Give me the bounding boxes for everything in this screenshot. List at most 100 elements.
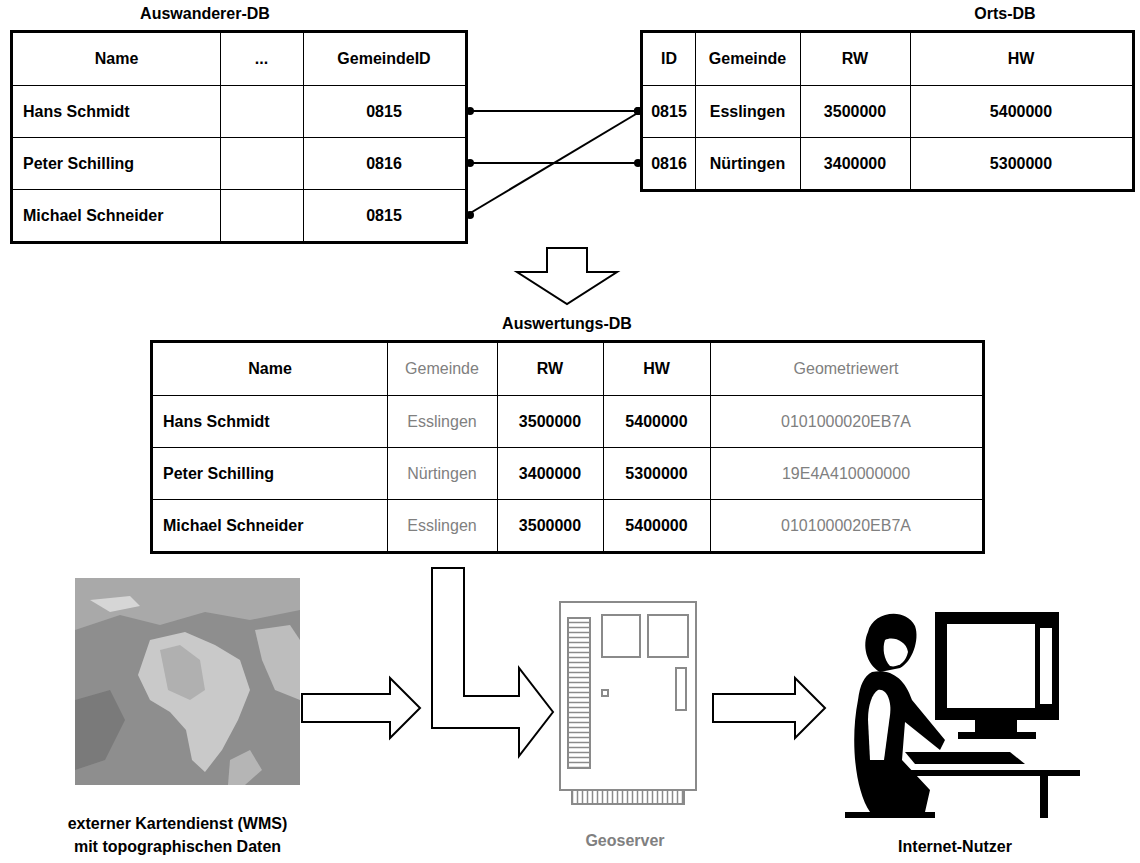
- table-cell: Michael Schneider: [153, 500, 387, 551]
- cell-value: 5300000: [625, 465, 687, 483]
- table-cell: 0816: [643, 138, 695, 189]
- map-picture: [75, 578, 300, 785]
- cell-value: 3500000: [519, 517, 581, 535]
- table-row: Peter Schilling0816: [13, 137, 465, 189]
- table-cell: Gemeinde: [695, 33, 800, 85]
- table-cell: Gemeinde: [387, 343, 497, 395]
- table-cell: 5400000: [603, 396, 710, 447]
- table-row: Hans Schmidt Esslingen 3500000 540000001010…: [153, 395, 982, 447]
- column-header: GemeindeID: [337, 50, 430, 68]
- column-header: Geometriewert: [794, 360, 899, 378]
- connector: [466, 107, 642, 115]
- cell-value: Hans Schmidt: [23, 103, 130, 121]
- table-cell: 0101000020EB7A: [710, 396, 982, 447]
- cell-value: Esslingen: [710, 103, 786, 121]
- table-cell: 5300000: [910, 138, 1132, 189]
- table-box: Orts-DBIDGemeindeRWHW0815Esslingen350000…: [640, 30, 1135, 192]
- connector: [432, 568, 553, 756]
- table-cell: ...: [220, 33, 303, 85]
- figure-node: Geoserver: [535, 590, 715, 852]
- cell-value: 19E4A410000000: [782, 465, 910, 483]
- table-cell: 5300000: [603, 448, 710, 499]
- block-arrow: [432, 568, 553, 756]
- figure-caption: Geoserver: [540, 829, 710, 852]
- cell-value: Michael Schneider: [23, 207, 164, 225]
- table-cell: Esslingen: [695, 86, 800, 137]
- table-cell: ID: [643, 33, 695, 85]
- cell-value: 0815: [366, 103, 402, 121]
- server-board: [560, 602, 696, 804]
- table-cell: 3400000: [497, 448, 603, 499]
- figure-caption: Internet-Nutzer: [815, 835, 1095, 858]
- table-cell: Esslingen: [387, 396, 497, 447]
- cell-value: 5300000: [990, 155, 1052, 173]
- table-header-row: IDGemeindeRWHW: [643, 33, 1132, 85]
- connector: [302, 678, 420, 738]
- merge-arrow: [517, 248, 617, 304]
- cell-value: 0815: [366, 207, 402, 225]
- cell-value: 0816: [651, 155, 687, 173]
- table-title: Auswanderer-DB: [140, 5, 270, 23]
- column-header: RW: [537, 360, 563, 378]
- table-cell: Peter Schilling: [13, 138, 220, 189]
- column-line: [695, 33, 696, 189]
- figure-caption: externer Kartendienst (WMS) mit topograp…: [58, 812, 298, 858]
- cell-value: 3400000: [519, 465, 581, 483]
- block-arrow: [713, 678, 825, 738]
- table-cell: Geometriewert: [710, 343, 982, 395]
- cell-value: 0815: [651, 103, 687, 121]
- table-cell: RW: [497, 343, 603, 395]
- table-cell: Nürtingen: [695, 138, 800, 189]
- cell-value: Nürtingen: [407, 465, 476, 483]
- cell-value: 5400000: [625, 517, 687, 535]
- cell-value: Peter Schilling: [23, 155, 134, 173]
- table-title: Auswertungs-DB: [502, 315, 632, 333]
- figure-node: externer Kartendienst (WMS) mit topograp…: [45, 575, 310, 858]
- table-cell: 0101000020EB7A: [710, 500, 982, 551]
- column-header: Gemeinde: [709, 50, 786, 68]
- table-cell: HW: [603, 343, 710, 395]
- cell-value: Michael Schneider: [163, 517, 304, 535]
- table-row: Michael Schneider 0815: [13, 189, 465, 241]
- cell-value: Esslingen: [407, 517, 476, 535]
- cell-value: Esslingen: [407, 413, 476, 431]
- column-line: [910, 33, 911, 189]
- table-cell: 0815: [303, 190, 465, 241]
- block-arrow: [302, 678, 420, 738]
- table-cell: Esslingen: [387, 500, 497, 551]
- table-box: Auswertungs-DBNameGemeindeRWHWGeometriew…: [150, 340, 985, 554]
- table-cell: Nürtingen: [387, 448, 497, 499]
- table-cell: 3500000: [497, 500, 603, 551]
- cell-value: Hans Schmidt: [163, 413, 270, 431]
- connector: [713, 678, 825, 738]
- table-header-row: Name... GemeindeID: [13, 33, 465, 85]
- cell-value: 5400000: [990, 103, 1052, 121]
- table-row: Hans Schmidt 0815: [13, 85, 465, 137]
- table-cell: 5400000: [603, 500, 710, 551]
- table-row: Michael Schneider Esslingen 3500000 5400000…: [153, 499, 982, 551]
- cell-value: 0101000020EB7A: [781, 517, 911, 535]
- table-cell: 19E4A410000000: [710, 448, 982, 499]
- table-cell: RW: [800, 33, 910, 85]
- column-header: Name: [95, 50, 139, 68]
- column-header: Name: [248, 360, 292, 378]
- table-cell: 3500000: [497, 396, 603, 447]
- cell-value: Peter Schilling: [163, 465, 274, 483]
- column-header: Gemeinde: [405, 360, 479, 378]
- column-header: ...: [255, 50, 268, 68]
- table-cell: Hans Schmidt: [13, 86, 220, 137]
- table-cell: 3500000: [800, 86, 910, 137]
- table-cell: 5400000: [910, 86, 1132, 137]
- table-header-row: Name Gemeinde RW HW Geometriewert: [153, 343, 982, 395]
- cell-value: 3500000: [519, 413, 581, 431]
- cell-value: 3400000: [824, 155, 886, 173]
- column-line: [800, 33, 801, 189]
- table-cell: 3400000: [800, 138, 910, 189]
- table-cell: Name: [13, 33, 220, 85]
- table-cell: Hans Schmidt: [153, 396, 387, 447]
- table-title: Orts-DB: [974, 5, 1035, 23]
- table-cell: Michael Schneider: [13, 190, 220, 241]
- table-cell: Peter Schilling: [153, 448, 387, 499]
- connector: [466, 107, 642, 219]
